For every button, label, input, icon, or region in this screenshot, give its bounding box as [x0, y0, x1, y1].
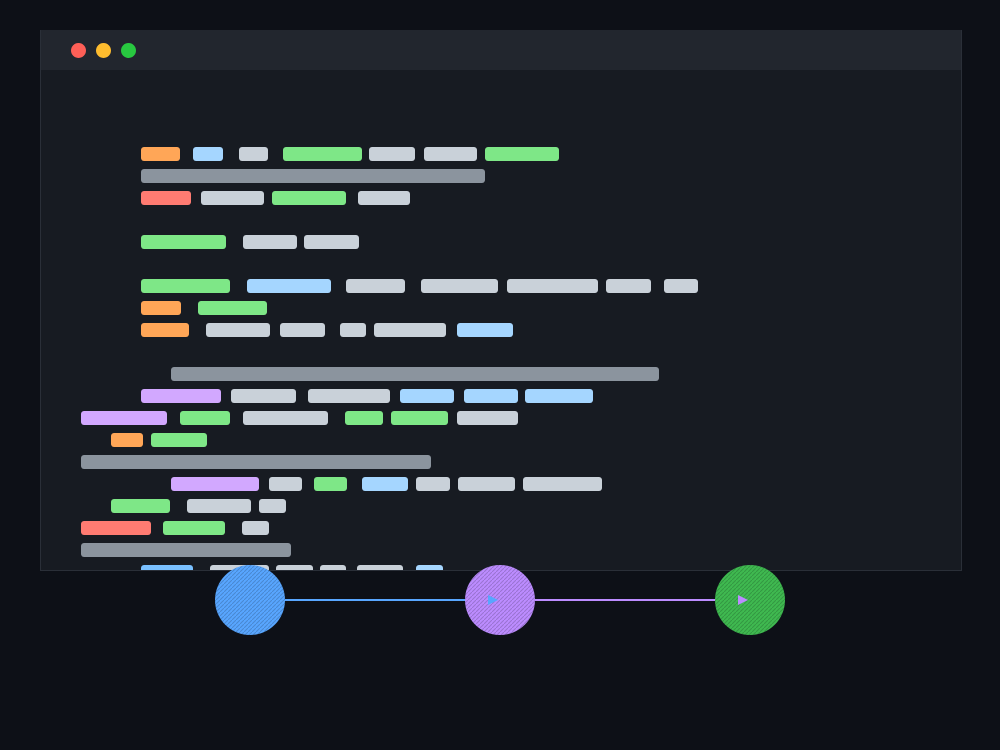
code-token-type	[81, 411, 167, 425]
code-token-plain	[416, 477, 450, 491]
code-token-string	[485, 147, 559, 161]
code-token-keyword	[141, 147, 180, 161]
code-token-string	[141, 279, 230, 293]
pipeline-arrowhead-2	[738, 595, 748, 605]
code-token-string	[314, 477, 347, 491]
code-token-string	[283, 147, 362, 161]
code-token-keyword	[141, 301, 181, 315]
code-token-plain	[206, 323, 270, 337]
code-token-plain	[320, 565, 346, 570]
code-token-plain	[523, 477, 602, 491]
code-token-variable	[193, 147, 223, 161]
code-token-plain	[187, 499, 251, 513]
code-token-plain	[457, 411, 518, 425]
code-token-string	[151, 433, 207, 447]
code-token-plain	[201, 191, 264, 205]
code-token-plain	[340, 323, 366, 337]
code-token-plain	[243, 235, 297, 249]
code-token-comment	[81, 543, 291, 557]
code-token-error	[141, 191, 191, 205]
code-token-variable	[525, 389, 593, 403]
code-token-variable	[362, 477, 408, 491]
code-token-function	[141, 565, 193, 570]
code-token-plain	[424, 147, 477, 161]
code-token-string	[272, 191, 346, 205]
code-token-error	[81, 521, 151, 535]
code-token-string	[141, 235, 226, 249]
code-token-variable	[400, 389, 454, 403]
code-token-string	[198, 301, 267, 315]
code-token-type	[171, 477, 259, 491]
code-token-plain	[358, 191, 410, 205]
code-token-plain	[242, 521, 269, 535]
code-token-variable	[457, 323, 513, 337]
code-token-plain	[421, 279, 498, 293]
transform-node[interactable]	[465, 565, 535, 635]
code-token-plain	[308, 389, 390, 403]
source-node-texture	[215, 565, 285, 635]
code-token-plain	[280, 323, 325, 337]
code-token-plain	[369, 147, 415, 161]
code-area[interactable]	[41, 70, 961, 570]
code-token-variable	[416, 565, 443, 570]
close-button[interactable]	[71, 43, 86, 58]
code-token-keyword	[111, 433, 143, 447]
code-token-string	[163, 521, 225, 535]
code-token-string	[345, 411, 383, 425]
code-token-plain	[304, 235, 359, 249]
code-token-variable	[247, 279, 331, 293]
code-token-plain	[276, 565, 313, 570]
code-token-string	[180, 411, 230, 425]
code-token-string	[111, 499, 170, 513]
code-editor-window	[40, 30, 962, 571]
code-token-plain	[231, 389, 296, 403]
output-node-texture	[715, 565, 785, 635]
code-token-variable	[464, 389, 518, 403]
code-token-plain	[239, 147, 268, 161]
transform-node-texture	[465, 565, 535, 635]
code-token-plain	[346, 279, 405, 293]
minimize-button[interactable]	[96, 43, 111, 58]
code-token-plain	[458, 477, 515, 491]
output-node[interactable]	[715, 565, 785, 635]
code-token-comment	[171, 367, 659, 381]
code-token-keyword	[141, 323, 189, 337]
maximize-button[interactable]	[121, 43, 136, 58]
pipeline-arrowhead-1	[488, 595, 498, 605]
code-token-plain	[374, 323, 446, 337]
code-token-plain	[606, 279, 651, 293]
code-token-plain	[269, 477, 302, 491]
code-token-string	[391, 411, 448, 425]
source-node[interactable]	[215, 565, 285, 635]
code-token-type	[141, 389, 221, 403]
window-titlebar	[41, 30, 961, 70]
code-token-plain	[507, 279, 598, 293]
code-token-comment	[81, 455, 431, 469]
code-token-plain	[664, 279, 698, 293]
code-token-comment	[141, 169, 485, 183]
code-token-plain	[243, 411, 328, 425]
code-token-plain	[357, 565, 403, 570]
code-token-plain	[259, 499, 286, 513]
